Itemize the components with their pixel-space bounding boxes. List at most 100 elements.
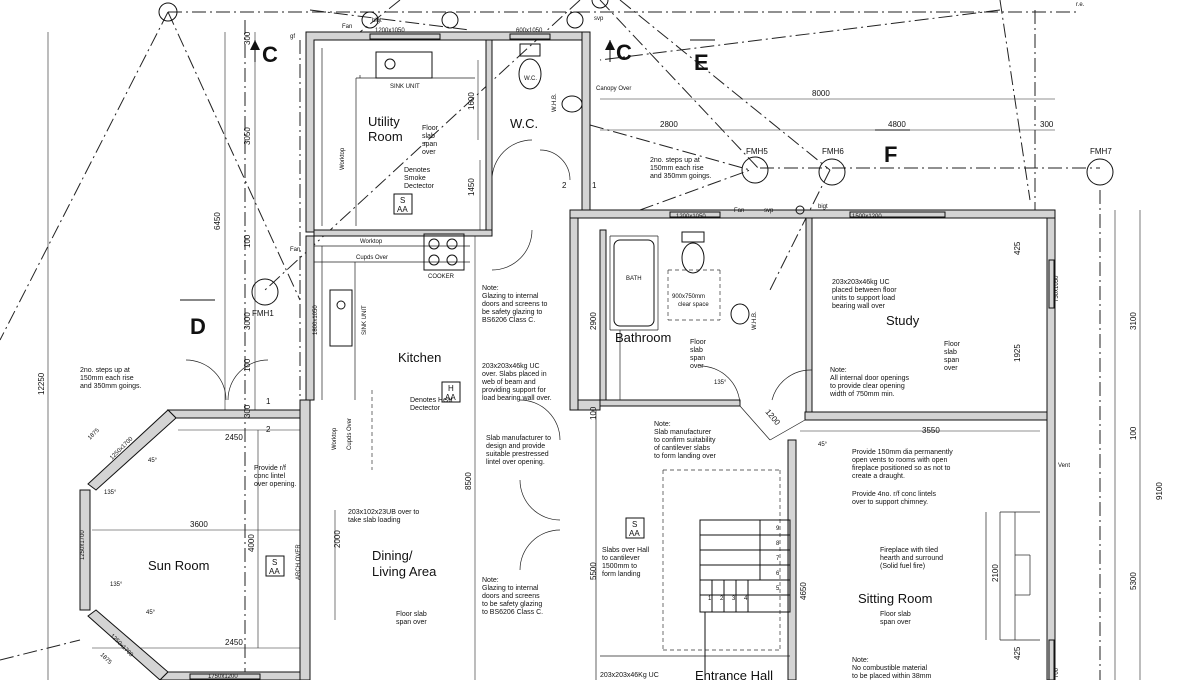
win-3: 1200x1050: [676, 214, 706, 220]
sink-unit-label-2: SINK UNIT: [362, 305, 368, 335]
whb-bathroom: [730, 303, 750, 325]
vent-label: Vent: [1058, 463, 1070, 469]
stair-7: 7: [776, 556, 780, 562]
dim-1875a: 1875: [87, 427, 101, 441]
stair-5: 5: [776, 586, 780, 592]
deg-45b: 45°: [146, 610, 156, 616]
win-5: 1750x1200: [208, 674, 238, 680]
fmh7-label: FMH7: [1090, 147, 1112, 156]
hall-s: S: [632, 520, 637, 529]
room-names: Utility Room W.C. Kitchen Bathroom Study…: [148, 114, 932, 680]
dim-4800: 4800: [888, 120, 906, 129]
walls: [79, 31, 1056, 680]
room-sitting: Sitting Room: [858, 591, 932, 606]
fmh1-label: FMH1: [252, 309, 274, 318]
manhole-fmh7: [1086, 158, 1114, 186]
win-7: 1250x1700: [80, 530, 86, 560]
whb-label-2: W.H.B.: [752, 311, 758, 330]
step-1-sun: 1: [266, 397, 271, 406]
manholes: [158, 0, 1114, 306]
dim-2900: 2900: [589, 312, 598, 330]
dim-2450a: 2450: [225, 433, 243, 442]
step-2-sun: 2: [266, 425, 271, 434]
dim-2800: 2800: [660, 120, 678, 129]
cooker-label: COOKER: [428, 274, 455, 280]
smoke-aa: AA: [397, 205, 408, 214]
dim-3000: 3000: [243, 312, 252, 330]
dim-700: 700: [1054, 667, 1060, 678]
dim-100h: 100: [589, 406, 598, 420]
dim-1200: 1200: [763, 408, 782, 428]
room-entrance: Entrance Hall: [695, 668, 773, 680]
wc-pan-upper: [518, 58, 542, 90]
dim-12250: 12250: [37, 372, 46, 395]
wc-pan-bathroom: [681, 242, 705, 274]
stair-2: 2: [720, 596, 724, 602]
fan-label-1: Fan: [342, 24, 352, 30]
door-swings: [185, 139, 813, 571]
dim-750x1050: 750x1050: [1054, 275, 1060, 302]
clear-space-label-2: clear space: [678, 302, 709, 308]
detector-symbols: S AA H AA S AA S AA: [269, 196, 640, 576]
bigt-label-2: bigt: [818, 204, 828, 210]
room-bathroom: Bathroom: [615, 330, 671, 345]
section-c-right: C: [616, 40, 632, 65]
room-kitchen: Kitchen: [398, 350, 441, 365]
whb-label-1: W.H.B.: [552, 93, 558, 112]
dim-425b: 425: [1013, 646, 1022, 660]
dim-3100: 3100: [1129, 312, 1138, 330]
fixture-labels: Fan bigt svp gf SINK UNIT Worktop Workto…: [266, 2, 1085, 602]
staircase: [699, 519, 791, 680]
win-1: 1200x1050: [375, 28, 405, 34]
heat-h: H: [448, 384, 454, 393]
room-utility-2: Room: [368, 129, 403, 144]
utility-sink: [375, 51, 433, 79]
hob: [423, 233, 465, 271]
dim-8500: 8500: [464, 472, 473, 490]
smoke-s: S: [400, 196, 405, 205]
fmh5-label: FMH5: [746, 147, 768, 156]
bath: [613, 239, 655, 327]
stair-1: 1: [708, 596, 712, 602]
svp-label-2: svp: [764, 208, 774, 214]
re-label: r.e.: [1076, 2, 1085, 8]
dim-3050: 3050: [243, 127, 252, 145]
heat-aa: AA: [445, 393, 456, 402]
sun-s: S: [272, 558, 277, 567]
dim-2450b: 2450: [225, 638, 243, 647]
room-utility: Utility: [368, 114, 400, 129]
cupds-over-label-1: Cupds Over: [356, 255, 388, 261]
room-sun: Sun Room: [148, 558, 209, 573]
dim-2100: 2100: [991, 564, 1000, 582]
fixtures: [329, 43, 750, 347]
stair-4: 4: [744, 596, 748, 602]
section-arrows: [180, 39, 910, 301]
kitchen-sink: [329, 289, 353, 347]
room-study: Study: [886, 313, 920, 328]
dim-8000: 8000: [812, 89, 830, 98]
fmh6-label: FMH6: [822, 147, 844, 156]
step-1-utility: 1: [592, 181, 597, 190]
win-4: 1500x1200: [852, 214, 882, 220]
room-dining-2: Living Area: [372, 564, 437, 579]
manhole-fmh5: [741, 156, 769, 184]
worktop-label-2: Worktop: [360, 239, 383, 245]
dim-5300: 5300: [1129, 572, 1138, 590]
worktop-label-3: Worktop: [332, 427, 338, 450]
